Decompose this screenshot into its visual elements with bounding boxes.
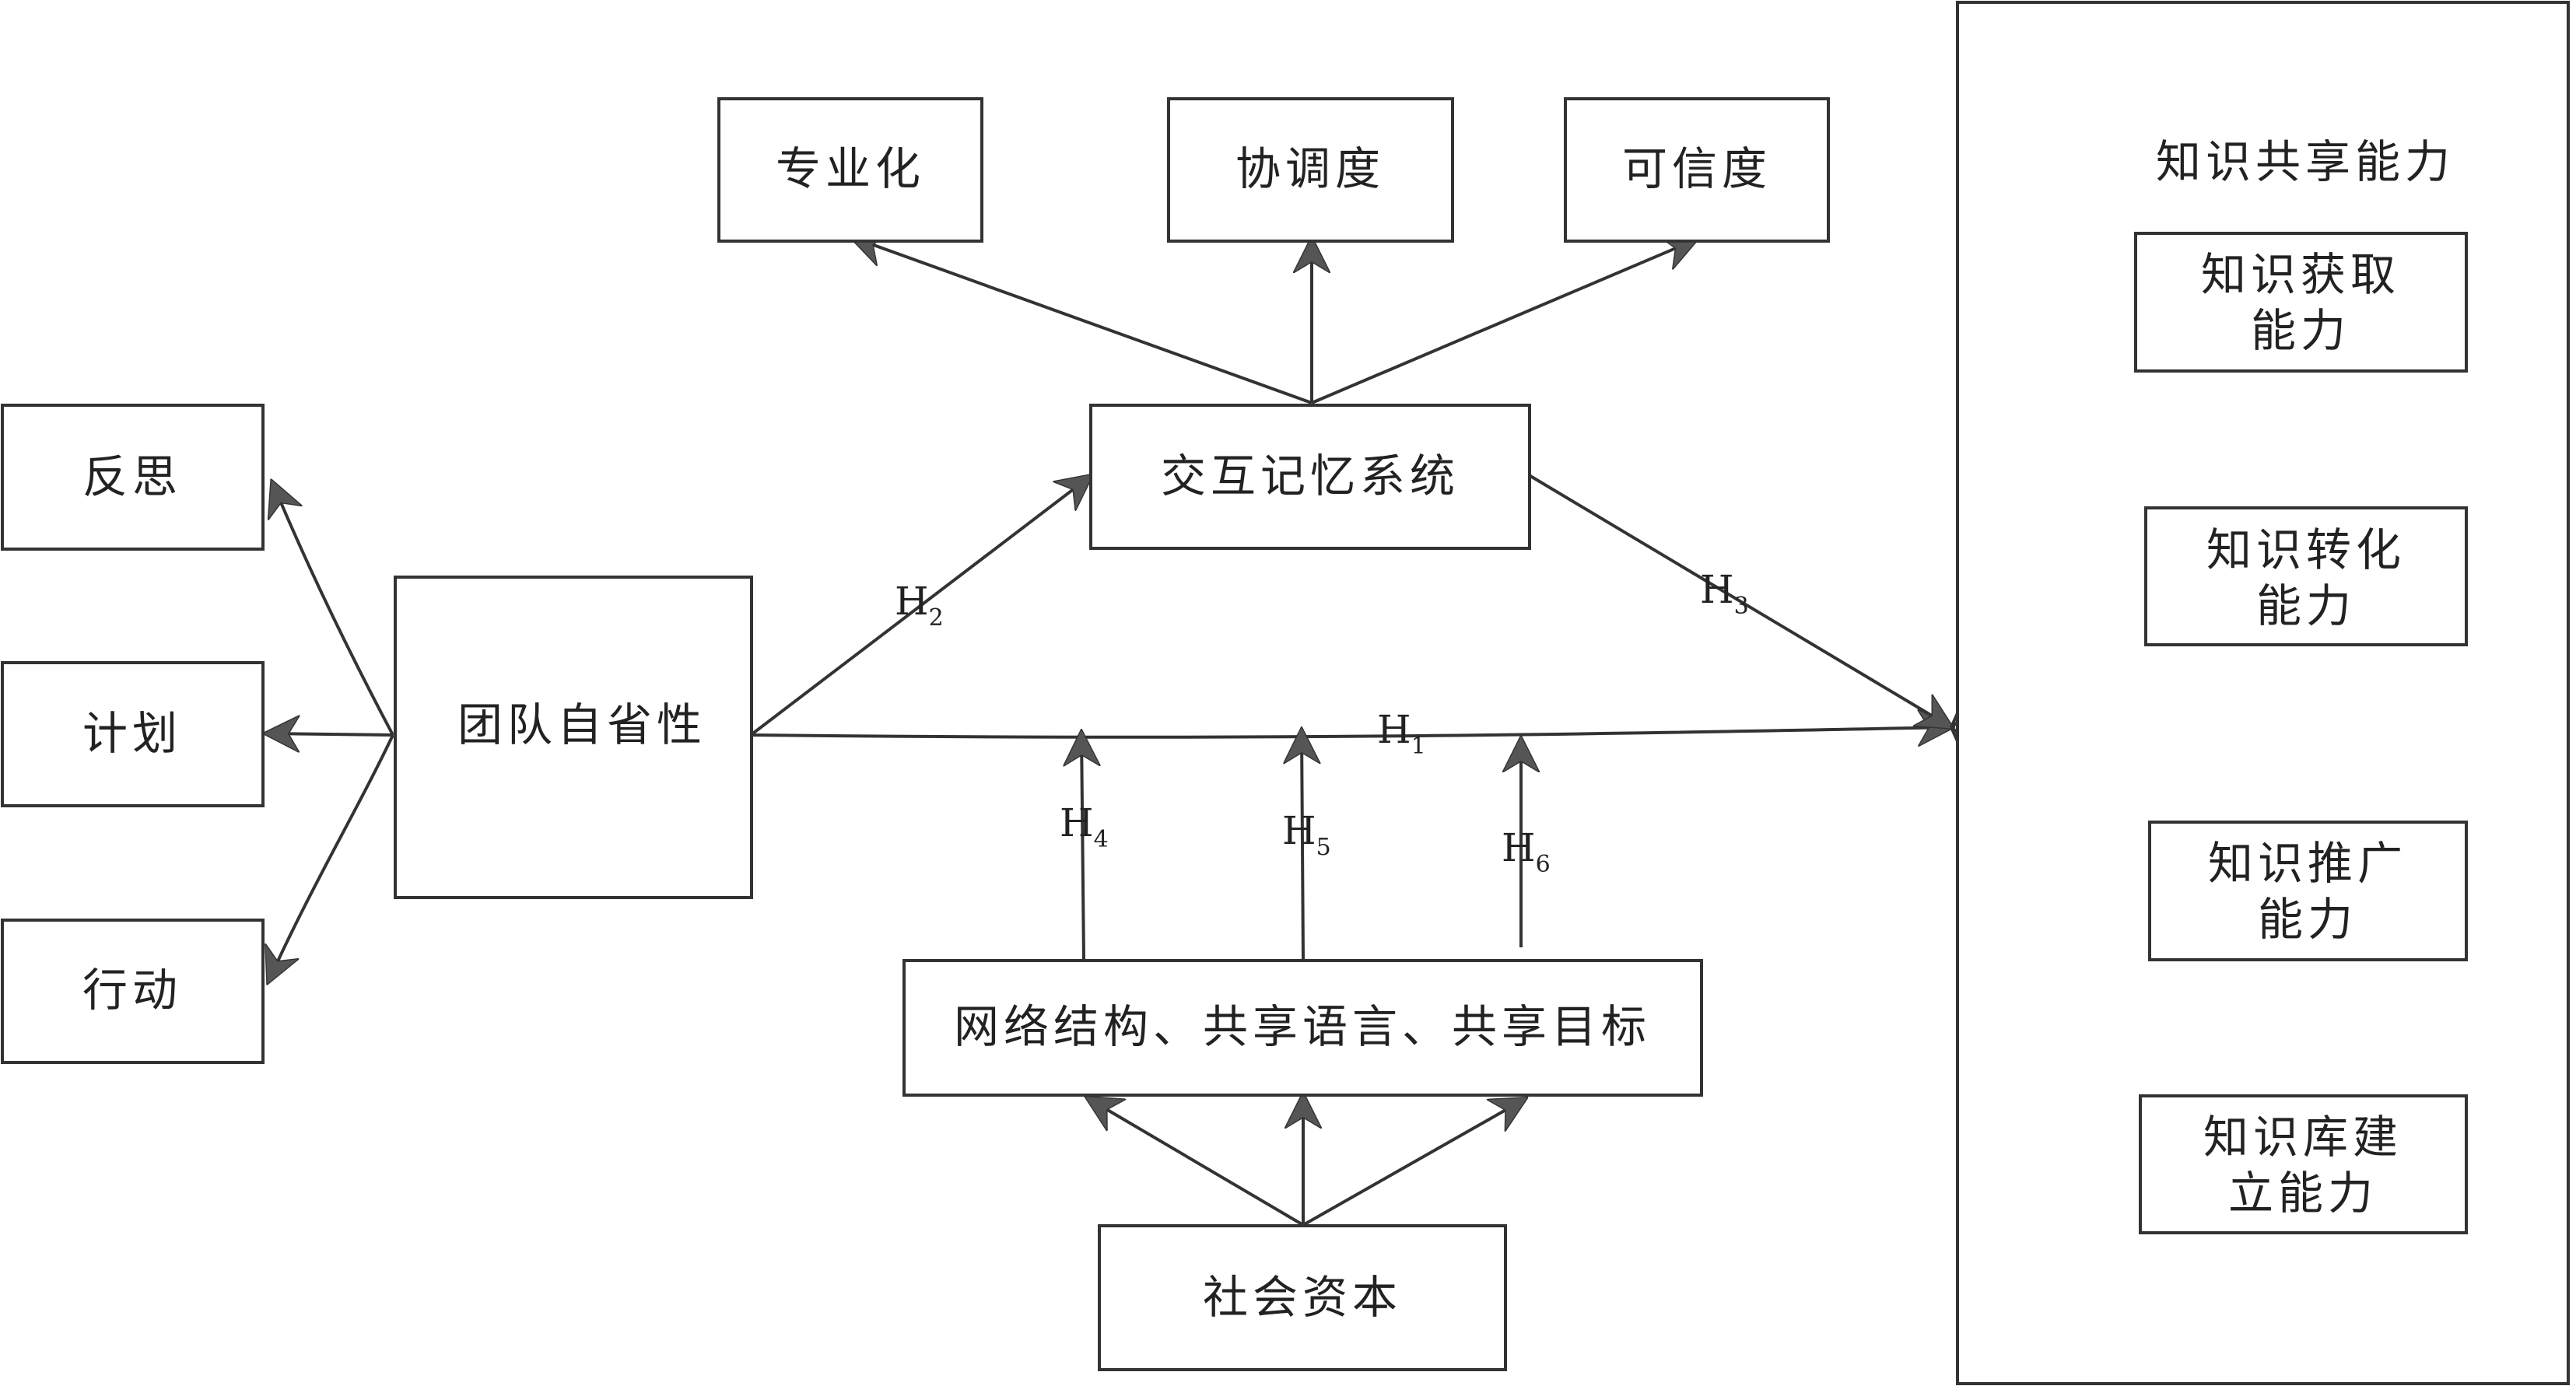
- node-reflect: 反思: [1, 404, 265, 551]
- h6-label: H6: [1502, 825, 1551, 878]
- svg-text:社会资本: 社会资本: [1203, 1271, 1402, 1324]
- node-knowledge-transformation: 知识转化 能力: [2144, 506, 2468, 646]
- node-team-reflexivity: 团队自省性: [394, 576, 753, 899]
- svg-text:知识库建: 知识库建: [2203, 1111, 2403, 1164]
- svg-text:知识获取: 知识获取: [2201, 248, 2400, 301]
- svg-text:反思: 反思: [82, 450, 182, 503]
- edge-h3-tms-to-ks: [1529, 474, 1951, 727]
- edge-tms-to-specialization: [852, 237, 1313, 404]
- node-credibility: 可信度: [1564, 97, 1830, 243]
- h3-label: H3: [1700, 567, 1749, 620]
- node-act: 行动: [1, 919, 265, 1064]
- svg-text:行动: 行动: [82, 964, 182, 1017]
- svg-text:计划: 计划: [82, 707, 182, 760]
- node-knowledge-acquisition: 知识获取 能力: [2134, 232, 2468, 373]
- h1-label: H1: [1377, 707, 1426, 760]
- svg-text:能力: 能力: [2251, 304, 2350, 357]
- edge-reflexivity-to-plan: [266, 733, 394, 735]
- svg-text:协调度: 协调度: [1235, 142, 1385, 195]
- h2-label: H2: [895, 579, 944, 632]
- svg-text:知识共享能力: 知识共享能力: [2156, 135, 2455, 188]
- h4-label: H4: [1060, 800, 1109, 853]
- node-transactive-memory-system: 交互记忆系统: [1089, 404, 1531, 550]
- edge-reflexivity-to-act: [268, 734, 394, 982]
- svg-text:团队自省性: 团队自省性: [457, 698, 706, 751]
- svg-text:能力: 能力: [2256, 579, 2356, 632]
- node-coordination: 协调度: [1167, 97, 1454, 243]
- svg-text:能力: 能力: [2258, 893, 2357, 946]
- edge-reflexivity-to-reflect: [272, 482, 394, 736]
- node-specialization: 专业化: [717, 97, 983, 243]
- svg-text:网络结构、共享语言、共享目标: 网络结构、共享语言、共享目标: [954, 1000, 1651, 1053]
- svg-text:立能力: 立能力: [2228, 1167, 2378, 1220]
- svg-text:可信度: 可信度: [1622, 142, 1772, 195]
- node-network-language-goals: 网络结构、共享语言、共享目标: [902, 959, 1703, 1097]
- svg-text:知识转化: 知识转化: [2206, 523, 2406, 576]
- edge-h2-reflexivity-to-tms: [749, 476, 1091, 737]
- edge-h1-reflexivity-to-ks: [750, 727, 1951, 737]
- edge-social-capital-to-network-left: [1088, 1098, 1305, 1227]
- node-social-capital: 社会资本: [1098, 1224, 1507, 1371]
- node-plan: 计划: [1, 661, 265, 807]
- node-knowledge-promotion: 知识推广 能力: [2148, 821, 2468, 961]
- svg-text:交互记忆系统: 交互记忆系统: [1161, 450, 1460, 502]
- svg-text:知识推广: 知识推广: [2208, 837, 2407, 890]
- edge-h4-moderator: [1081, 733, 1084, 960]
- edge-social-capital-to-network-right: [1302, 1099, 1525, 1227]
- h5-label: H5: [1282, 808, 1331, 861]
- edge-h5-moderator: [1302, 730, 1303, 960]
- edge-tms-to-credibility: [1311, 240, 1696, 404]
- node-knowledge-base-building: 知识库建 立能力: [2139, 1094, 2468, 1234]
- svg-text:专业化: 专业化: [776, 142, 925, 195]
